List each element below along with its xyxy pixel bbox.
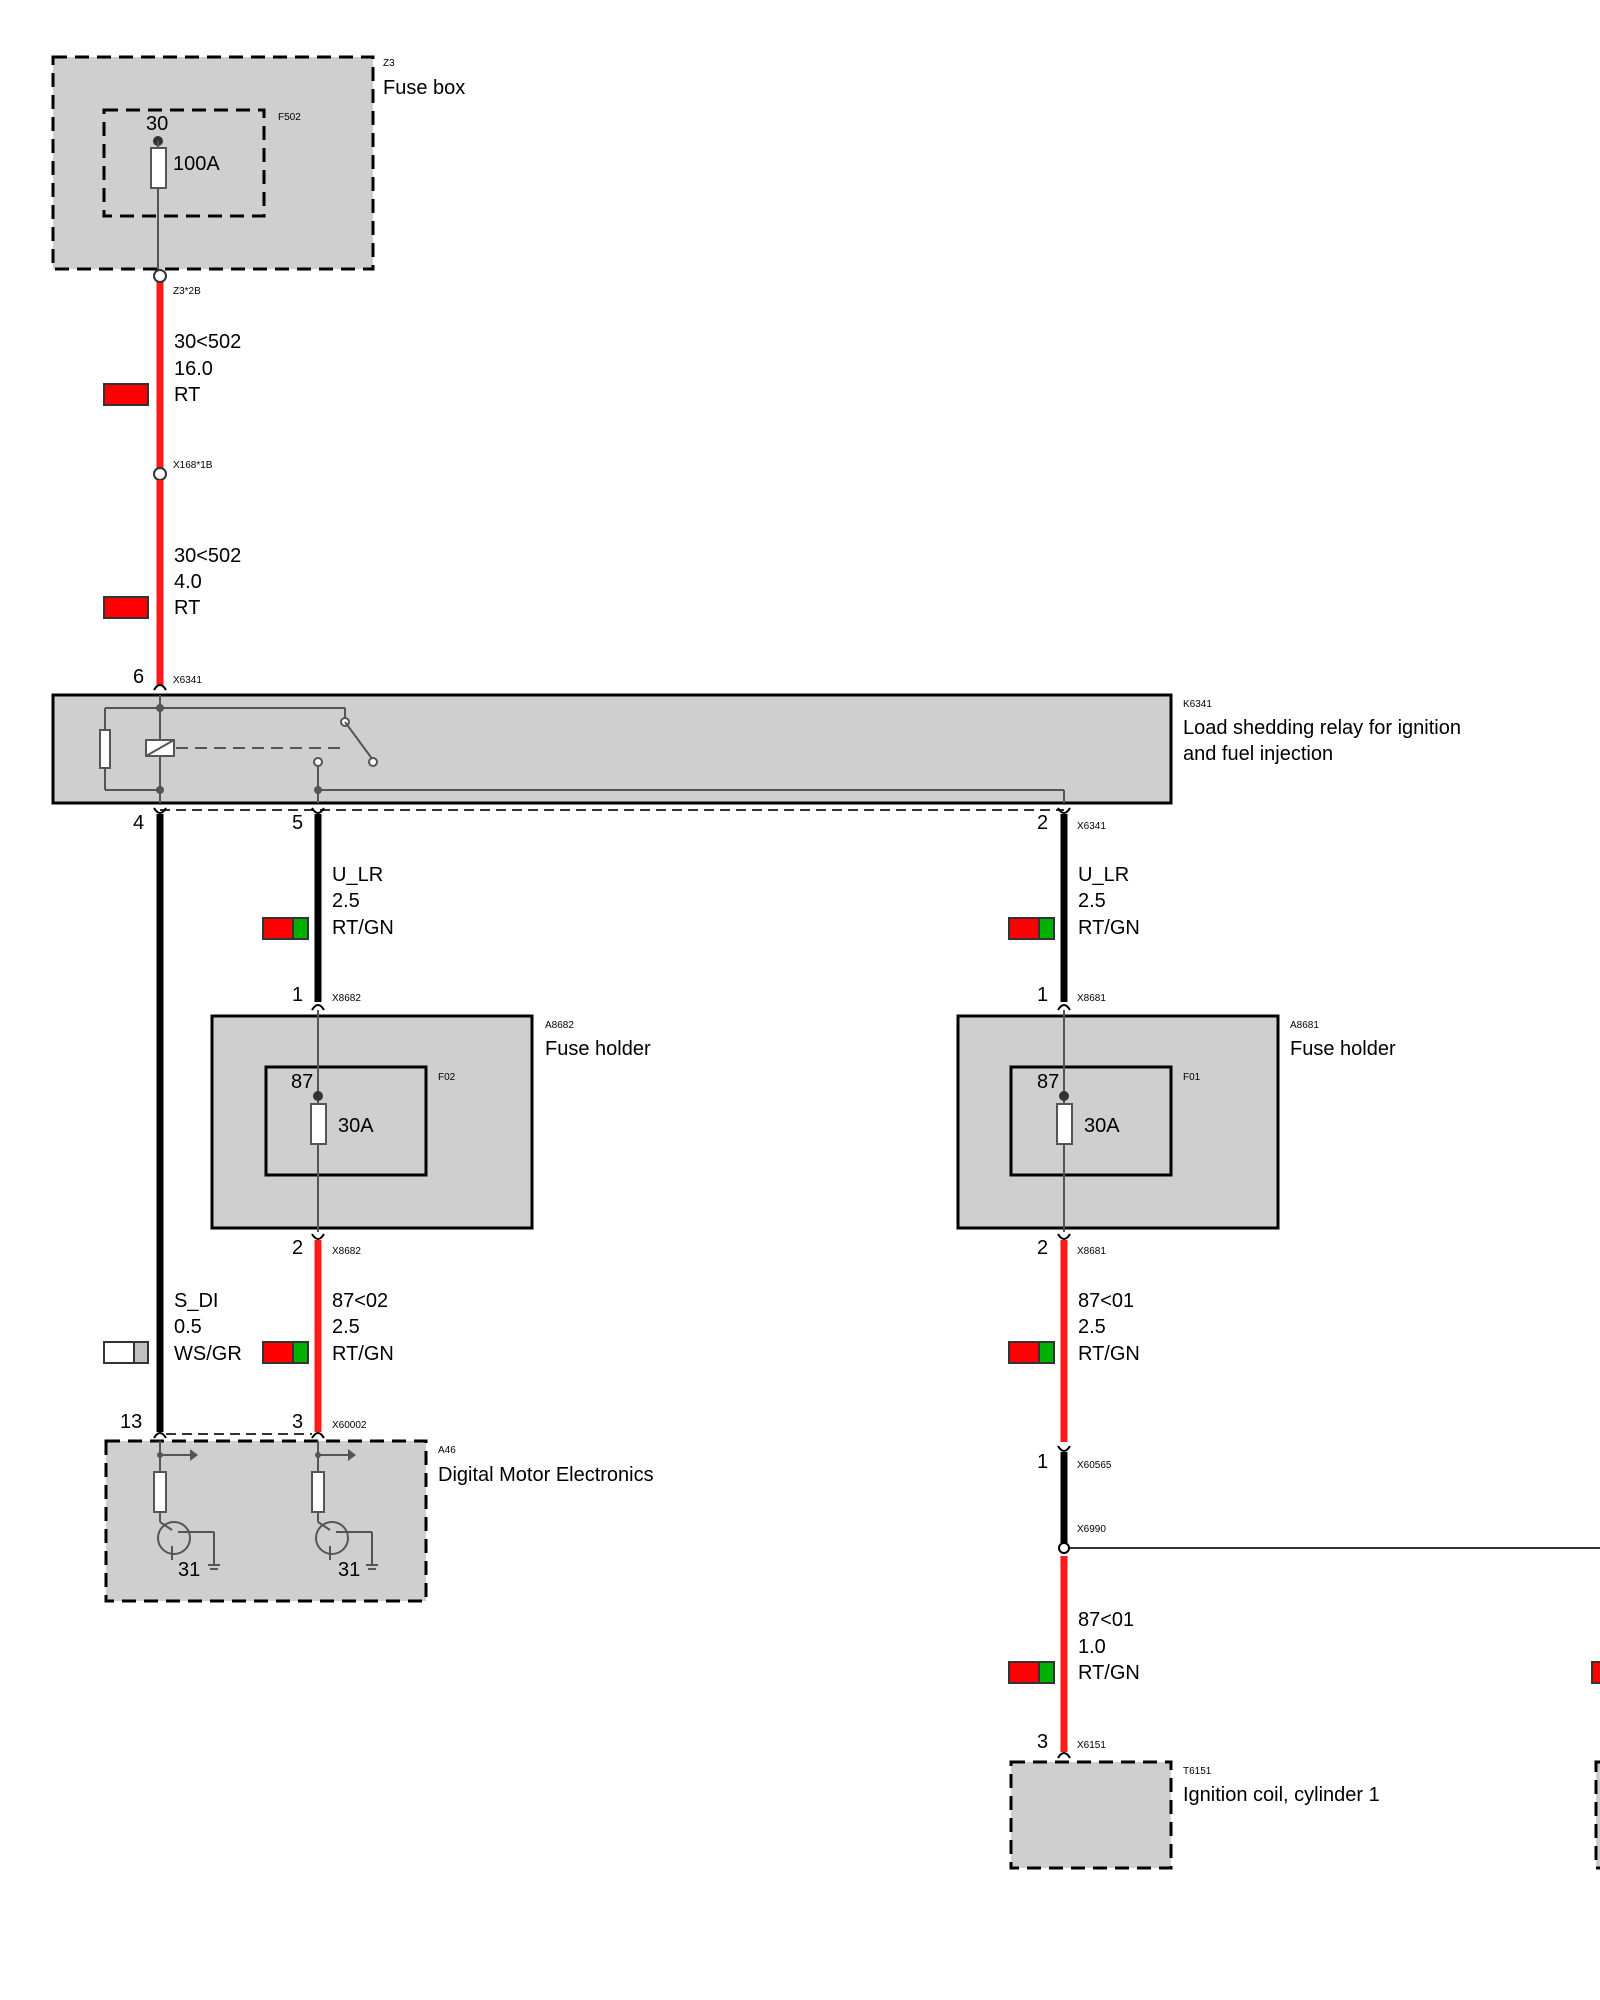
pin-t6151-3: 3 bbox=[1037, 1731, 1048, 1753]
relay-name-line1: Load shedding relay for ignition bbox=[1183, 717, 1461, 739]
connector-x168-1b bbox=[153, 467, 167, 481]
fuse-f01-id: F01 bbox=[1183, 1072, 1201, 1083]
fuse-box-name: Fuse box bbox=[383, 77, 465, 99]
fuse-holder-a8681-name: Fuse holder bbox=[1290, 1038, 1396, 1060]
wire-w8-color-swatch-2 bbox=[1038, 1661, 1055, 1684]
wire-w1-color-swatch bbox=[103, 383, 149, 406]
dme-id: A46 bbox=[438, 1445, 456, 1456]
wire-w4-signal: U_LR bbox=[1078, 864, 1129, 886]
wire-w7-signal: 87<01 bbox=[1078, 1290, 1134, 1312]
dme-a46[interactable]: 31 31 A46 Digital Motor Electronics bbox=[104, 1439, 654, 1603]
wire-w8-gauge: 1.0 bbox=[1078, 1636, 1106, 1658]
wire-w7-gauge: 2.5 bbox=[1078, 1316, 1106, 1338]
offscreen-wire-swatch bbox=[1591, 1661, 1600, 1684]
connector-z3-2b bbox=[153, 269, 167, 283]
fuse-box-z3[interactable]: Z3 Fuse box F502 30 100A bbox=[51, 55, 465, 276]
wire-w6-color: RT/GN bbox=[332, 1343, 394, 1365]
wire-w5-signal: S_DI bbox=[174, 1290, 218, 1312]
wire-w6-gauge: 2.5 bbox=[332, 1316, 360, 1338]
wire-w2-color: RT bbox=[174, 597, 200, 619]
wire-w7-color-swatch bbox=[1008, 1341, 1042, 1364]
dme-ground-2: 31 bbox=[338, 1559, 360, 1581]
pin-6: 6 bbox=[133, 666, 144, 688]
connector-x168-1b-label: X168*1B bbox=[173, 460, 213, 471]
wire-w8-color-swatch bbox=[1008, 1661, 1042, 1684]
pin-a46-3: 3 bbox=[292, 1411, 303, 1433]
connector-x60565: X60565 bbox=[1077, 1460, 1112, 1471]
wire-w5-color-swatch-2 bbox=[133, 1341, 149, 1364]
splice-x6990: X6990 bbox=[1077, 1524, 1106, 1535]
fuse-holder-a8682-id: A8682 bbox=[545, 1020, 574, 1031]
pin-a8681-2: 2 bbox=[1037, 1237, 1048, 1259]
wire-w7-color: RT/GN bbox=[1078, 1343, 1140, 1365]
ignition-coil-id: T6151 bbox=[1183, 1766, 1212, 1777]
wire-w4-color-swatch bbox=[1008, 917, 1042, 940]
wire-w3-color-swatch-2 bbox=[292, 917, 309, 940]
connector-x6341-top: X6341 bbox=[173, 675, 202, 686]
wire-w7-color-swatch-2 bbox=[1038, 1341, 1055, 1364]
wire-w2-color-swatch bbox=[103, 596, 149, 619]
fuse-holder-a8681[interactable]: 87 30A F01 A8681 Fuse holder bbox=[956, 1010, 1396, 1232]
wire-w1-gauge: 16.0 bbox=[174, 358, 213, 380]
fuse-f01-terminal: 87 bbox=[1037, 1071, 1059, 1093]
offscreen-component bbox=[1594, 1760, 1600, 1870]
wire-w3-gauge: 2.5 bbox=[332, 890, 360, 912]
fuse-holder-a8681-id: A8681 bbox=[1290, 1020, 1319, 1031]
wire-w4-gauge: 2.5 bbox=[1078, 890, 1106, 912]
wire-w5-gauge: 0.5 bbox=[174, 1316, 202, 1338]
wire-w8-signal: 87<01 bbox=[1078, 1609, 1134, 1631]
fuse-f01-rating: 30A bbox=[1084, 1115, 1120, 1137]
relay-id: K6341 bbox=[1183, 699, 1212, 710]
wire-w6-color-swatch-2 bbox=[292, 1341, 309, 1364]
wire-w2-signal: 30<502 bbox=[174, 545, 241, 567]
connector-x8681-top: X8681 bbox=[1077, 993, 1106, 1004]
wire-w3-color: RT/GN bbox=[332, 917, 394, 939]
fuse-f502-terminal: 30 bbox=[146, 113, 168, 135]
wire-w3-color-swatch bbox=[262, 917, 296, 940]
wire-w1-color: RT bbox=[174, 384, 200, 406]
ignition-coil-t6151[interactable]: T6151 Ignition coil, cylinder 1 bbox=[1009, 1760, 1380, 1870]
wire-w8-color: RT/GN bbox=[1078, 1662, 1140, 1684]
fuse-symbol bbox=[150, 147, 167, 189]
connector-z3-2b-label: Z3*2B bbox=[173, 286, 201, 297]
connector-x6341-right: X6341 bbox=[1077, 821, 1106, 832]
fuse-f02-terminal: 87 bbox=[291, 1071, 313, 1093]
connector-x8682-bottom: X8682 bbox=[332, 1246, 361, 1257]
pin-2: 2 bbox=[1037, 812, 1048, 834]
connector-x8681-bottom: X8681 bbox=[1077, 1246, 1106, 1257]
wire-w1-signal: 30<502 bbox=[174, 331, 241, 353]
wire-w4-color-swatch-2 bbox=[1038, 917, 1055, 940]
wire-w6-signal: 87<02 bbox=[332, 1290, 388, 1312]
connector-x8682-top: X8682 bbox=[332, 993, 361, 1004]
splice-point bbox=[1058, 1542, 1070, 1554]
dme-name: Digital Motor Electronics bbox=[438, 1464, 654, 1486]
pin-x60565-1: 1 bbox=[1037, 1451, 1048, 1473]
connector-x6151: X6151 bbox=[1077, 1740, 1106, 1751]
fuse-holder-a8682[interactable]: 87 30A F02 A8682 Fuse holder bbox=[210, 1010, 651, 1232]
fuse-f502-id: F502 bbox=[278, 112, 301, 123]
fuse-f02-rating: 30A bbox=[338, 1115, 374, 1137]
ignition-coil-name: Ignition coil, cylinder 1 bbox=[1183, 1784, 1380, 1806]
fuse-f02-id: F02 bbox=[438, 1072, 456, 1083]
wire-w6-color-swatch bbox=[262, 1341, 296, 1364]
wire-w2-gauge: 4.0 bbox=[174, 571, 202, 593]
connector-x60002: X60002 bbox=[332, 1420, 367, 1431]
fuse-box-id: Z3 bbox=[383, 58, 395, 69]
pin-a8682-1: 1 bbox=[292, 984, 303, 1006]
wire-w4-color: RT/GN bbox=[1078, 917, 1140, 939]
relay-k6341[interactable]: K6341 Load shedding relay for ignition a… bbox=[51, 693, 1461, 805]
pin-a46-13: 13 bbox=[120, 1411, 142, 1433]
pin-5: 5 bbox=[292, 812, 303, 834]
relay-name-line2: and fuel injection bbox=[1183, 743, 1333, 765]
dme-ground-1: 31 bbox=[178, 1559, 200, 1581]
pin-a8681-1: 1 bbox=[1037, 984, 1048, 1006]
fuse-holder-a8682-name: Fuse holder bbox=[545, 1038, 651, 1060]
wire-w3-signal: U_LR bbox=[332, 864, 383, 886]
wire-w5-color: WS/GR bbox=[174, 1343, 242, 1365]
pin-4: 4 bbox=[133, 812, 144, 834]
fuse-f502-rating: 100A bbox=[173, 153, 220, 175]
pin-a8682-2: 2 bbox=[292, 1237, 303, 1259]
